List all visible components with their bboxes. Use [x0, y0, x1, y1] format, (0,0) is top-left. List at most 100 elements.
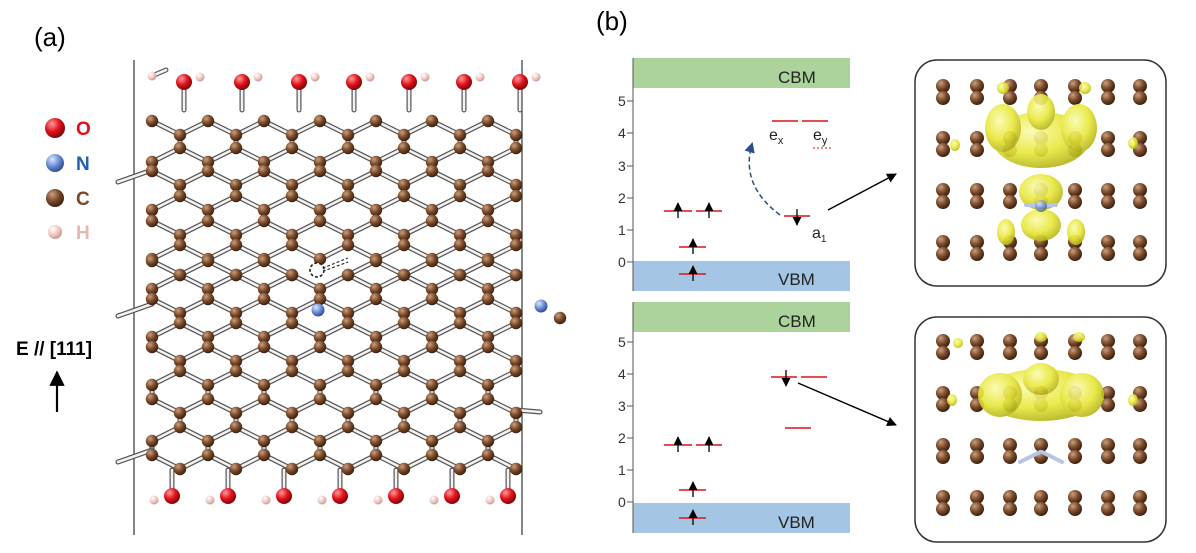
lower-y-tick: 5 — [618, 334, 626, 350]
carbon-atom — [313, 330, 327, 344]
carbon-atom — [341, 268, 355, 282]
carbon-atom — [173, 238, 187, 252]
carbon-atom — [313, 392, 327, 406]
carbon-atom — [285, 189, 299, 203]
carbon-atom — [509, 128, 523, 142]
carbon-atom — [1101, 398, 1115, 412]
carbon-atom — [509, 420, 523, 434]
carbon-atom — [145, 164, 159, 178]
carbon-atom — [1133, 91, 1147, 105]
atom-legend: O N C H — [45, 118, 91, 244]
carbon-atom — [229, 238, 243, 252]
density-lobe — [1128, 137, 1138, 149]
carbon-atom — [341, 238, 355, 252]
carbon-atom — [369, 392, 383, 406]
carbon-atom — [936, 183, 950, 197]
carbon-atom — [173, 354, 187, 368]
carbon-atom — [145, 330, 159, 344]
carbon-atom — [1034, 490, 1048, 504]
carbon-atom — [553, 311, 567, 325]
oxygen-atom — [276, 488, 292, 504]
lower-vbm-label: VBM — [778, 513, 815, 532]
oxygen-atom — [164, 488, 180, 504]
carbon-atom — [453, 228, 467, 242]
carbon-atom — [425, 392, 439, 406]
carbon-atom — [453, 354, 467, 368]
oxygen-atom — [234, 74, 250, 90]
carbon-atom — [285, 420, 299, 434]
hydrogen-atom — [485, 495, 495, 505]
carbon-atom — [173, 128, 187, 142]
carbon-atom — [285, 238, 299, 252]
carbon-atom — [397, 406, 411, 420]
carbon-atom — [1133, 450, 1147, 464]
carbon-atom — [1003, 346, 1017, 360]
carbon-atom — [936, 247, 950, 261]
carbon-atom — [173, 406, 187, 420]
carbon-atom — [481, 448, 495, 462]
carbon-atom — [229, 228, 243, 242]
carbon-atom — [936, 502, 950, 516]
carbon-atom — [936, 438, 950, 452]
carbon-atom — [1101, 91, 1115, 105]
density-lobe — [947, 394, 957, 406]
carbon-atom — [201, 292, 215, 306]
panel-a-label: (a) — [34, 22, 66, 52]
carbon-atom — [970, 183, 984, 197]
carbon-atom — [229, 462, 243, 476]
oxygen-atom — [512, 74, 528, 90]
carbon-atom — [369, 203, 383, 217]
carbon-atom — [341, 178, 355, 192]
carbon-atom — [341, 141, 355, 155]
carbon-atom — [453, 364, 467, 378]
carbon-atom — [936, 91, 950, 105]
bond-highlight — [116, 302, 154, 318]
carbon-atom — [1068, 502, 1082, 516]
oxygen-atom — [176, 74, 192, 90]
lower-pointer-arrow — [797, 382, 897, 427]
carbon-atom — [936, 235, 950, 249]
carbon-atom — [1101, 143, 1115, 157]
carbon-atom — [285, 354, 299, 368]
oxygen-atom — [291, 74, 307, 90]
carbon-atom — [257, 254, 271, 268]
lower-y-tick: 1 — [618, 462, 626, 478]
upper-spin-arrows — [673, 202, 802, 281]
carbon-atom — [481, 434, 495, 448]
carbon-atom — [173, 364, 187, 378]
legend-oxygen-label: O — [76, 119, 91, 140]
carbon-atom — [313, 340, 327, 354]
carbon-atom — [509, 228, 523, 242]
carbon-atom — [509, 316, 523, 330]
carbon-atom — [313, 164, 327, 178]
lower-y-ticks: 5 4 3 2 1 0 — [618, 334, 633, 510]
carbon-atom — [481, 282, 495, 296]
carbon-atom — [1101, 490, 1115, 504]
carbon-atom — [173, 268, 187, 282]
oxygen-atom — [388, 488, 404, 504]
carbon-atom — [936, 195, 950, 209]
oxygen-atom — [444, 488, 460, 504]
carbon-atom — [1034, 502, 1048, 516]
carbon-atom — [173, 189, 187, 203]
carbon-atom — [229, 178, 243, 192]
carbon-atom — [481, 164, 495, 178]
carbon-atom — [173, 462, 187, 476]
lower-spin-arrows — [673, 370, 791, 525]
carbon-atom — [145, 292, 159, 306]
carbon-atom — [1133, 235, 1147, 249]
ey-label: ey — [813, 127, 828, 147]
carbon-atom — [425, 282, 439, 296]
upper-level-diagram: CBM VBM 5 4 3 2 1 0 — [618, 58, 897, 291]
carbon-atom — [341, 189, 355, 203]
hydrogen-atom — [475, 72, 485, 82]
carbon-atom — [285, 306, 299, 320]
carbon-atom — [970, 79, 984, 93]
upper-inset-frame — [914, 59, 1167, 287]
carbon-atom — [229, 354, 243, 368]
carbon-atom — [509, 406, 523, 420]
legend-nitrogen-ball — [46, 154, 64, 172]
carbon-atom — [1133, 438, 1147, 452]
carbon-atom — [285, 406, 299, 420]
carbon-atom — [425, 164, 439, 178]
